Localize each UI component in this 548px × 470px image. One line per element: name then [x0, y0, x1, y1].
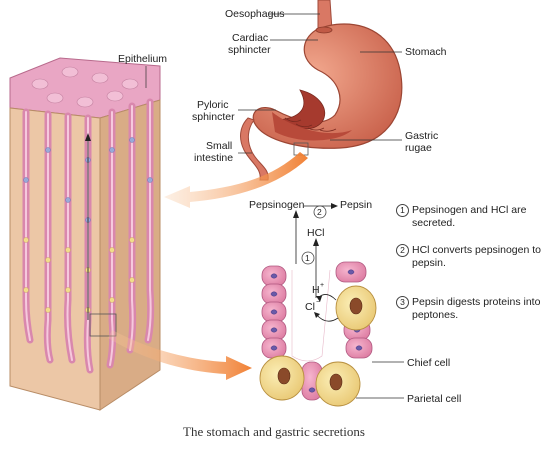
h-plus-superscript: +: [320, 282, 324, 289]
step-3-text: Pepsin digests proteins into peptones.: [412, 296, 541, 321]
small-intestine-label: Small: [206, 140, 232, 152]
step-marker-2: 2: [317, 207, 322, 217]
figure-caption: The stomach and gastric secretions: [183, 424, 365, 439]
pyloric-sphincter-label-2: sphincter: [192, 111, 235, 123]
step-marker-1: 1: [305, 253, 310, 263]
parietal-cell-label: Parietal cell: [407, 393, 461, 405]
stomach-label: Stomach: [405, 46, 447, 58]
gastric-wall-block: [9, 57, 161, 411]
step-1-text: Pepsinogen and HCl are secreted.: [412, 204, 527, 229]
gastric-rugae-label-2: rugae: [405, 142, 432, 154]
cl-minus-superscript: −: [316, 299, 320, 306]
pyloric-sphincter-label: Pyloric: [197, 99, 229, 111]
step-3-number: 3: [396, 296, 409, 309]
step-1-number: 1: [396, 204, 409, 217]
cardiac-sphincter-label-2: sphincter: [228, 44, 271, 56]
pepsin-label: Pepsin: [340, 199, 372, 211]
hcl-label: HCl: [307, 227, 325, 239]
gastric-rugae-label: Gastric: [405, 130, 438, 142]
zoom-arrow-upper: [164, 152, 308, 208]
small-intestine-label-2: intestine: [194, 152, 233, 164]
step-2-text: HCl converts pepsinogen to pepsin.: [412, 244, 541, 269]
cl-minus-label: Cl: [305, 301, 315, 313]
h-plus-label: H: [312, 284, 320, 296]
oesophagus-label: Oesophagus: [225, 8, 285, 20]
gland-highlight-box: [89, 313, 117, 337]
gastric-gland-cells: [259, 203, 404, 407]
cardiac-sphincter-label: Cardiac: [232, 32, 268, 44]
chief-cell-label: Chief cell: [407, 357, 450, 369]
step-2-number: 2: [396, 244, 409, 257]
zoom-arrow-lower: [108, 330, 252, 380]
epithelium-label: Epithelium: [118, 53, 167, 65]
stomach-illustration: [238, 0, 403, 181]
pepsinogen-label: Pepsinogen: [249, 199, 305, 211]
